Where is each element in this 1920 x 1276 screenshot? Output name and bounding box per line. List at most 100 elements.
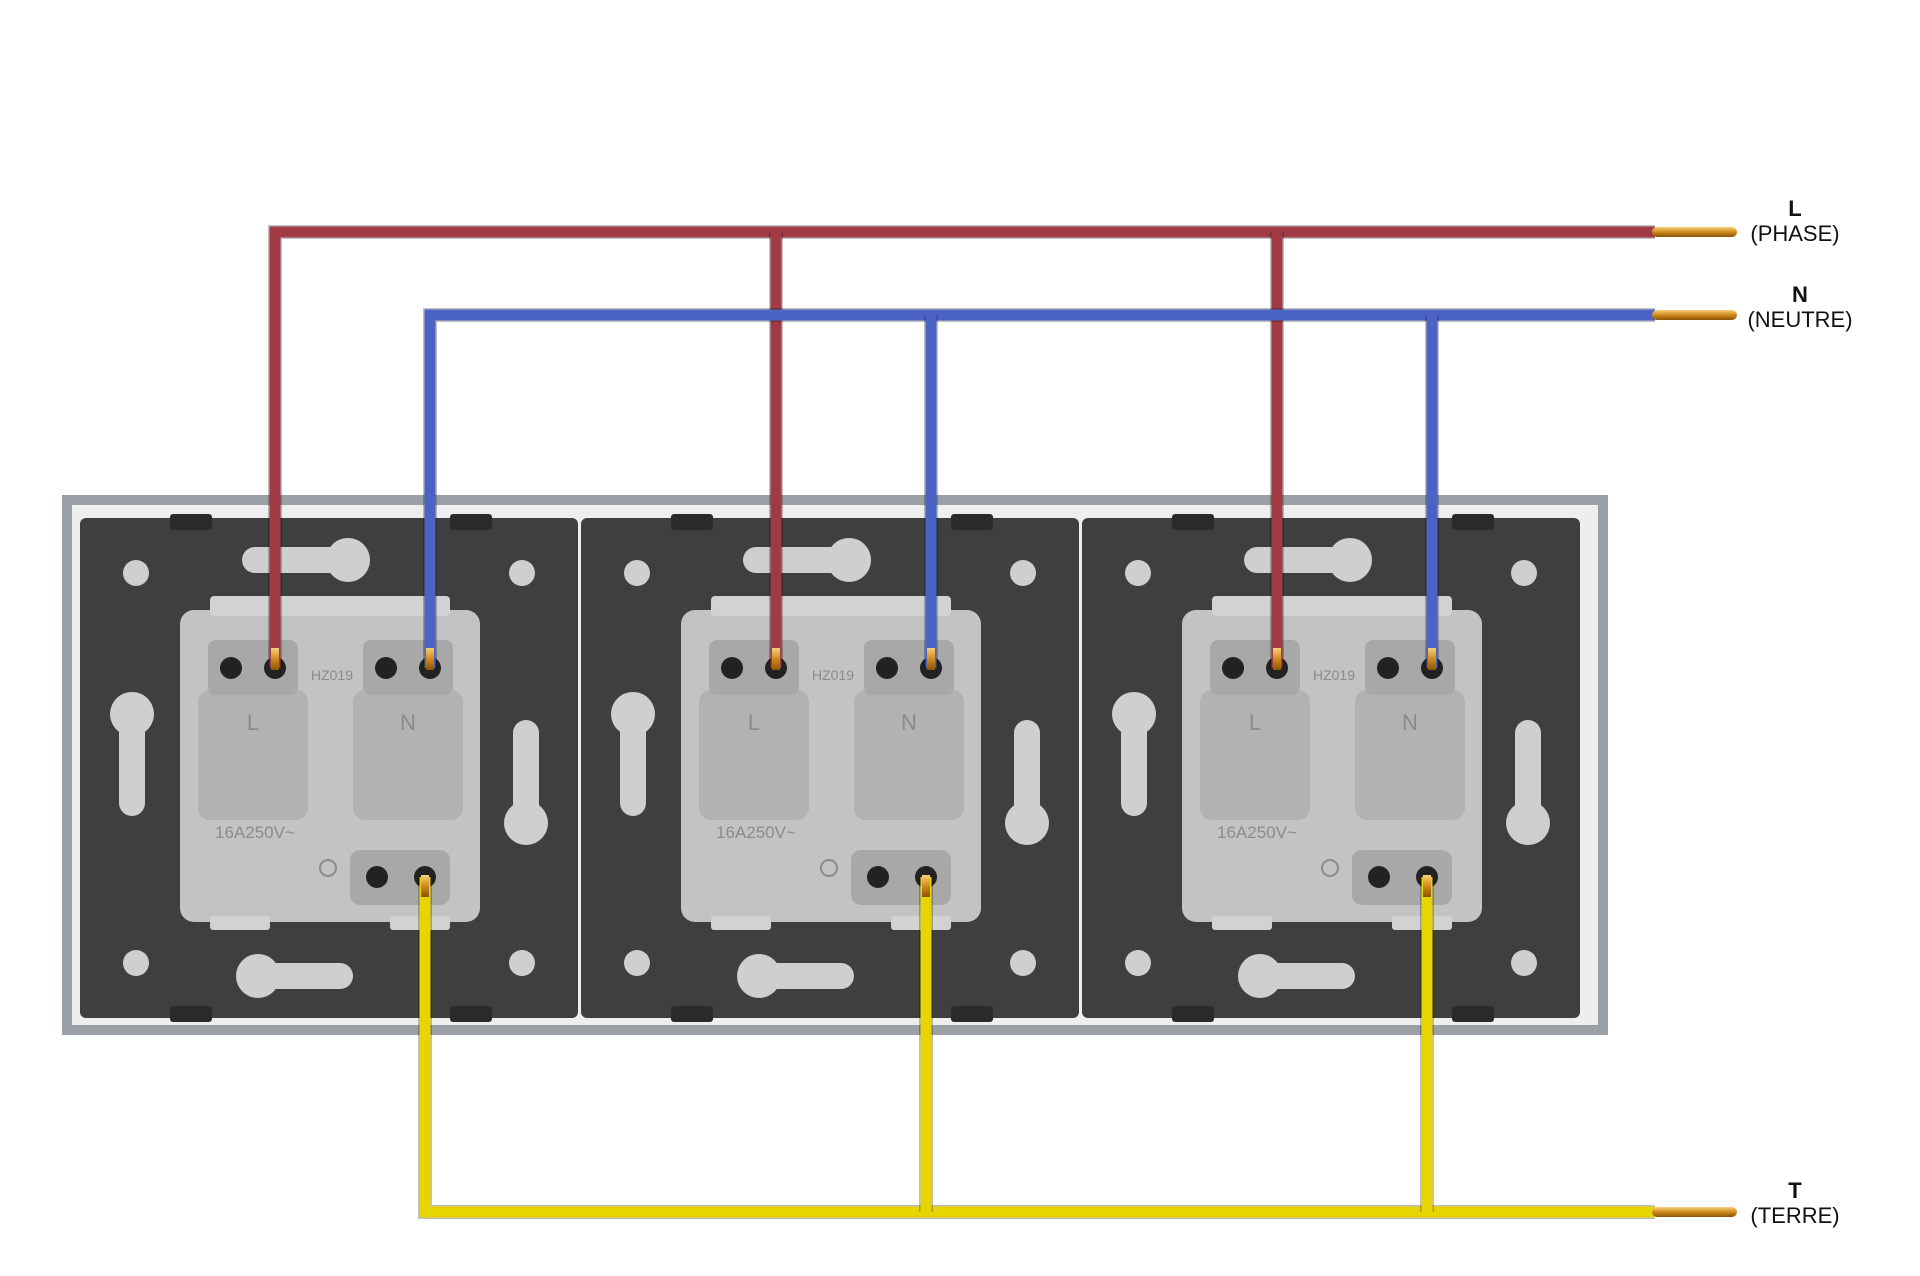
- mounting-clip: [1172, 1006, 1214, 1022]
- socket-model-text: HZ019: [812, 667, 854, 683]
- mounting-slot-left-end: [611, 692, 655, 736]
- mounting-clip: [1172, 514, 1214, 530]
- mounting-slot-right-end: [1506, 801, 1550, 845]
- socket-bottom-tab: [1212, 916, 1272, 930]
- screw-hole: [1511, 560, 1537, 586]
- terminal-l-screw: [1222, 657, 1244, 679]
- wire-phase-main: [269, 226, 1655, 668]
- terminal-copper-end: [922, 875, 930, 897]
- terminal-n-letter: N: [1402, 710, 1418, 735]
- mounting-clip: [1452, 514, 1494, 530]
- socket-model-text: HZ019: [1313, 667, 1355, 683]
- legend-phase-label: (PHASE): [1750, 221, 1840, 247]
- screw-hole: [624, 950, 650, 976]
- socket-module-2: L N HZ019 16A250V~: [581, 514, 1079, 1022]
- earth-symbol: [820, 859, 838, 877]
- mounting-clip: [951, 1006, 993, 1022]
- earth-symbol: [1321, 859, 1339, 877]
- mounting-clip: [170, 1006, 212, 1022]
- mounting-clip: [951, 514, 993, 530]
- socket-model-text: HZ019: [311, 667, 353, 683]
- terminal-n-cover: [353, 690, 463, 820]
- mounting-clip: [1452, 1006, 1494, 1022]
- mounting-clip: [671, 514, 713, 530]
- mounting-clip: [450, 514, 492, 530]
- mounting-slot-left-end: [110, 692, 154, 736]
- mounting-slot-bottom-end: [236, 954, 280, 998]
- legend-earth-label: (TERRE): [1750, 1203, 1840, 1229]
- wires: [268, 225, 1737, 1219]
- terminal-l-cover: [1200, 690, 1310, 820]
- terminal-copper-end: [426, 648, 434, 670]
- socket-rating-text: 16A250V~: [716, 823, 796, 842]
- terminal-n-screw: [375, 657, 397, 679]
- screw-hole: [123, 560, 149, 586]
- terminal-n-cover: [854, 690, 964, 820]
- terminal-earth-screw: [366, 866, 388, 888]
- socket-top-rim: [1212, 596, 1452, 616]
- mounting-slot-bottom-end: [737, 954, 781, 998]
- socket-module-3: L N HZ019 16A250V~: [1082, 514, 1580, 1022]
- mounting-slot-left-end: [1112, 692, 1156, 736]
- mounting-slot-top-end: [1328, 538, 1372, 582]
- socket-rating-text: 16A250V~: [1217, 823, 1297, 842]
- wire-earth-tip: [1652, 1207, 1737, 1217]
- legend-earth-code: T: [1788, 1178, 1802, 1203]
- screw-hole: [509, 560, 535, 586]
- screw-hole: [1010, 950, 1036, 976]
- socket-rating-text: 16A250V~: [215, 823, 295, 842]
- screw-hole: [624, 560, 650, 586]
- terminal-copper-end: [1428, 648, 1436, 670]
- terminal-copper-end: [1423, 875, 1431, 897]
- socket-module-1: L N HZ019 16A250V~: [80, 514, 578, 1022]
- wire-neutral-tip: [1652, 310, 1737, 320]
- terminal-n-screw: [876, 657, 898, 679]
- screw-hole: [1125, 950, 1151, 976]
- mounting-clip: [450, 1006, 492, 1022]
- terminal-copper-end: [927, 648, 935, 670]
- terminal-copper-end: [772, 648, 780, 670]
- wire-phase-tip: [1652, 227, 1737, 237]
- legend-phase-code: L: [1788, 196, 1802, 221]
- legend-earth: T (TERRE): [1740, 1178, 1850, 1229]
- terminal-l-screw: [220, 657, 242, 679]
- terminal-n-cover: [1355, 690, 1465, 820]
- terminal-n-screw: [1377, 657, 1399, 679]
- earth-symbol: [319, 859, 337, 877]
- legend-neutral-label: (NEUTRE): [1747, 307, 1853, 333]
- terminal-l-screw: [721, 657, 743, 679]
- socket-top-rim: [210, 596, 450, 616]
- terminal-copper-end: [421, 875, 429, 897]
- legend-phase: L (PHASE): [1740, 196, 1850, 247]
- legend-neutral-code: N: [1792, 282, 1808, 307]
- screw-hole: [1511, 950, 1537, 976]
- mounting-clip: [170, 514, 212, 530]
- terminal-l-letter: L: [748, 710, 760, 735]
- terminal-copper-end: [1273, 648, 1281, 670]
- terminal-n-letter: N: [901, 710, 917, 735]
- mounting-slot-right-end: [504, 801, 548, 845]
- screw-hole: [123, 950, 149, 976]
- mounting-clip: [671, 1006, 713, 1022]
- screw-hole: [1010, 560, 1036, 586]
- terminal-l-cover: [198, 690, 308, 820]
- screw-hole: [509, 950, 535, 976]
- legend-neutral: N (NEUTRE): [1740, 282, 1860, 333]
- socket-bottom-tab: [711, 916, 771, 930]
- screw-hole: [1125, 560, 1151, 586]
- wire-neutral-main: [424, 309, 1655, 668]
- terminal-l-letter: L: [1249, 710, 1261, 735]
- terminal-l-cover: [699, 690, 809, 820]
- socket-bottom-tab: [210, 916, 270, 930]
- terminal-n-letter: N: [400, 710, 416, 735]
- mounting-slot-top-end: [827, 538, 871, 582]
- terminal-copper-end: [271, 648, 279, 670]
- switch-plate: L N HZ019 16A250V~ L N HZ019 16A250V~ L N HZ019 16A…: [62, 495, 1608, 1035]
- terminal-earth-screw: [1368, 866, 1390, 888]
- mounting-slot-right-end: [1005, 801, 1049, 845]
- terminal-earth-screw: [867, 866, 889, 888]
- socket-top-rim: [711, 596, 951, 616]
- mounting-slot-bottom-end: [1238, 954, 1282, 998]
- terminal-l-letter: L: [247, 710, 259, 735]
